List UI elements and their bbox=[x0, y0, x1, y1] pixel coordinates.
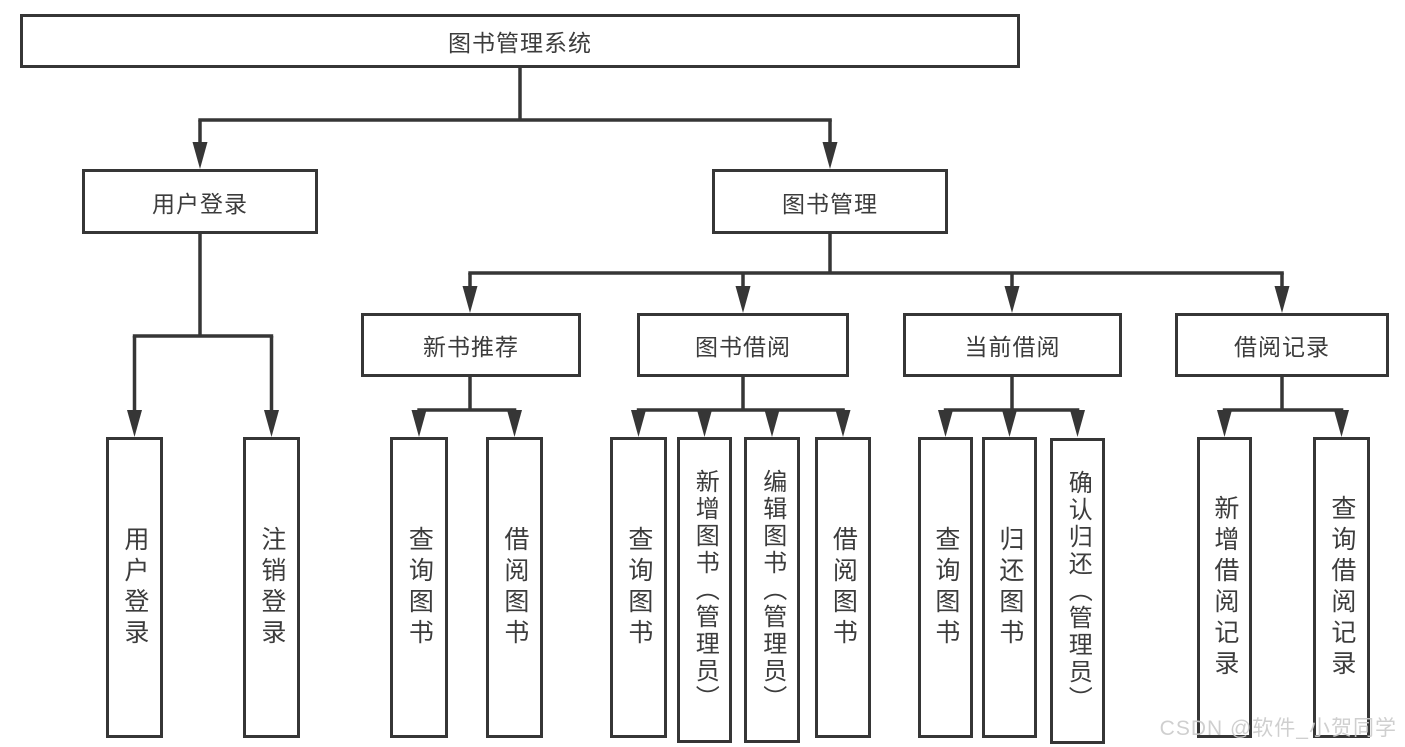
leaf-return-book: 归还图书 bbox=[982, 437, 1037, 738]
leaf-query-books-2: 查询图书 bbox=[610, 437, 667, 738]
node-book-management: 图书管理 bbox=[712, 169, 948, 234]
arrowheads bbox=[127, 142, 1349, 437]
leaf-query-borrow-record: 查询借阅记录 bbox=[1313, 437, 1370, 738]
csdn-watermark: CSDN @软件_小贺同学 bbox=[1159, 717, 1397, 740]
leaf-query-books-3: 查询图书 bbox=[918, 437, 973, 738]
node-user-login: 用户登录 bbox=[82, 169, 318, 234]
leaf-logout: 注销登录 bbox=[243, 437, 300, 738]
node-book-borrow: 图书借阅 bbox=[637, 313, 849, 377]
leaf-add-book-admin: 新增图书（管理员） bbox=[677, 437, 732, 743]
node-current-borrow: 当前借阅 bbox=[903, 313, 1122, 377]
leaf-borrow-books-2: 借阅图书 bbox=[815, 437, 871, 738]
node-root-library-management-system: 图书管理系统 bbox=[20, 14, 1020, 68]
leaf-edit-book-admin: 编辑图书（管理员） bbox=[744, 437, 800, 743]
leaf-query-books-1: 查询图书 bbox=[390, 437, 448, 738]
leaf-confirm-return-admin: 确认归还（管理员） bbox=[1050, 438, 1105, 744]
node-borrow-records: 借阅记录 bbox=[1175, 313, 1389, 377]
leaf-borrow-books-1: 借阅图书 bbox=[486, 437, 543, 738]
leaf-add-borrow-record: 新增借阅记录 bbox=[1197, 437, 1252, 738]
leaf-user-login: 用户登录 bbox=[106, 437, 163, 738]
node-new-book-recommend: 新书推荐 bbox=[361, 313, 581, 377]
